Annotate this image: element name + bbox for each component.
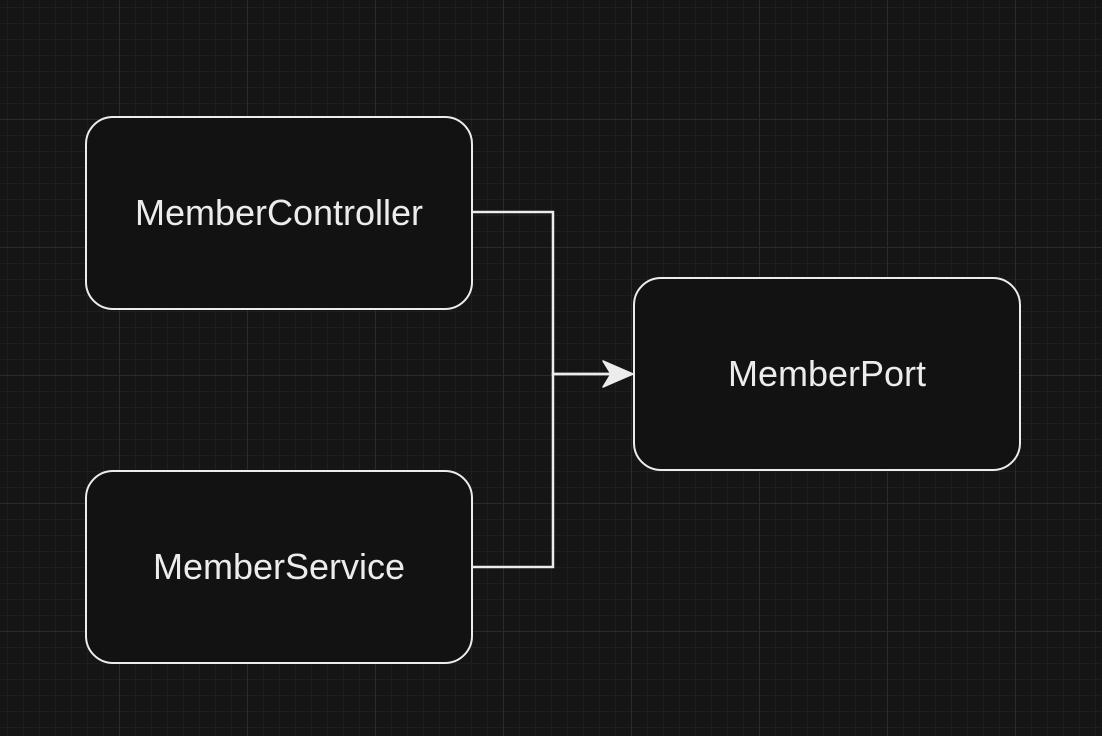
edge-controller-to-port[interactable] [473, 210, 615, 376]
member-port-node[interactable]: MemberPort [633, 277, 1021, 471]
member-controller-label: MemberController [134, 192, 424, 233]
member-port-label: MemberPort [727, 353, 927, 394]
member-service-node[interactable]: MemberService [85, 470, 473, 664]
member-controller-node[interactable]: MemberController [85, 116, 473, 310]
edge-service-to-port[interactable] [473, 372, 615, 569]
member-service-label: MemberService [152, 546, 406, 587]
arrowhead-icon [602, 360, 634, 388]
